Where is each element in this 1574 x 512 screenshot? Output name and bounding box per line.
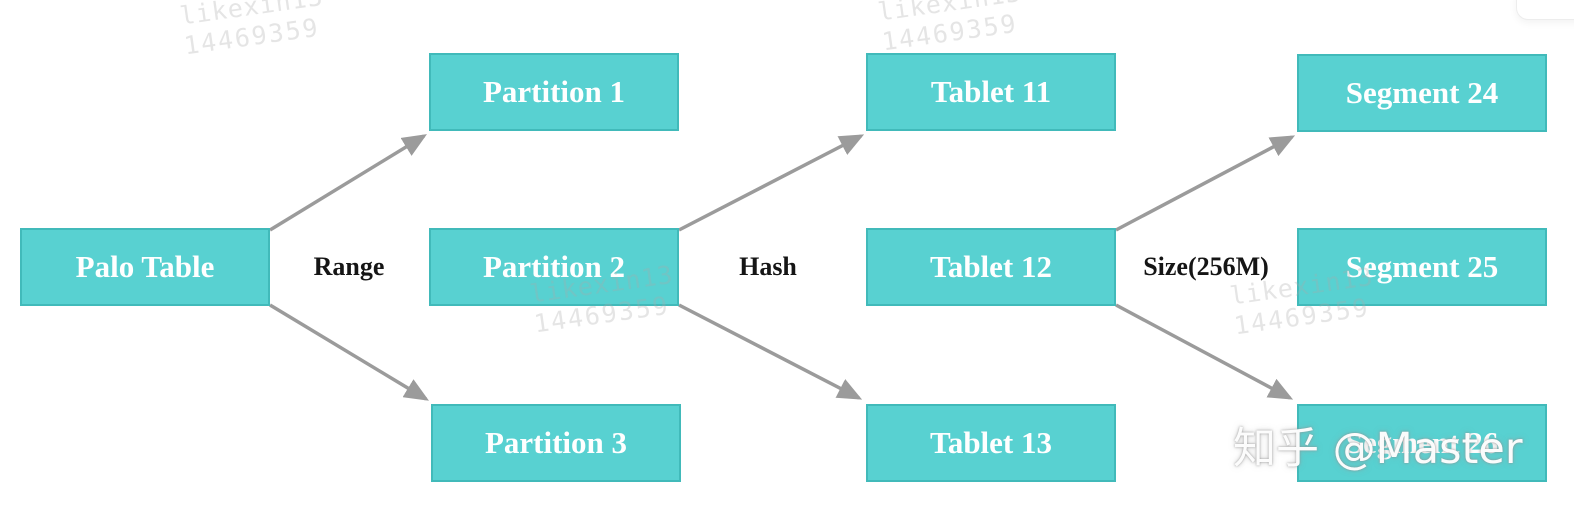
edge-label-size: Size(256M) (1143, 252, 1269, 281)
node-label: Tablet 11 (930, 74, 1052, 109)
node-label: Segment 26 (1345, 425, 1499, 460)
node-label: Partition 1 (482, 74, 626, 109)
node-segment-24: Segment 24 (1297, 54, 1547, 132)
node-label: Partition 3 (484, 425, 628, 460)
node-label: Segment 25 (1345, 249, 1499, 284)
node-partition-3: Partition 3 (431, 404, 681, 482)
arrow-partition2-to-tablet13 (678, 303, 863, 400)
node-label: Segment 24 (1345, 75, 1499, 110)
arrow-tablet12-to-segment26 (1115, 303, 1294, 400)
node-segment-25: Segment 25 (1297, 228, 1547, 306)
node-tablet-12: Tablet 12 (866, 228, 1116, 306)
arrow-tablet12-to-segment24 (1115, 135, 1296, 232)
node-label: Palo Table (75, 249, 215, 284)
node-partition-1: Partition 1 (429, 53, 679, 131)
node-label: Partition 2 (482, 249, 626, 284)
arrow-palo-to-partition3 (269, 303, 429, 401)
corner-popup-fragment (1516, 0, 1574, 20)
node-palo-table: Palo Table (20, 228, 270, 306)
edge-label-hash: Hash (739, 252, 797, 281)
node-label: Tablet 13 (929, 425, 1053, 460)
node-partition-2: Partition 2 (429, 228, 679, 306)
node-label: Tablet 12 (929, 249, 1053, 284)
arrow-palo-to-partition1 (269, 134, 427, 232)
node-tablet-13: Tablet 13 (866, 404, 1116, 482)
node-tablet-11: Tablet 11 (866, 53, 1116, 131)
arrow-partition2-to-tablet11 (678, 134, 865, 232)
node-segment-26: Segment 26 (1297, 404, 1547, 482)
edge-label-range: Range (313, 252, 385, 281)
